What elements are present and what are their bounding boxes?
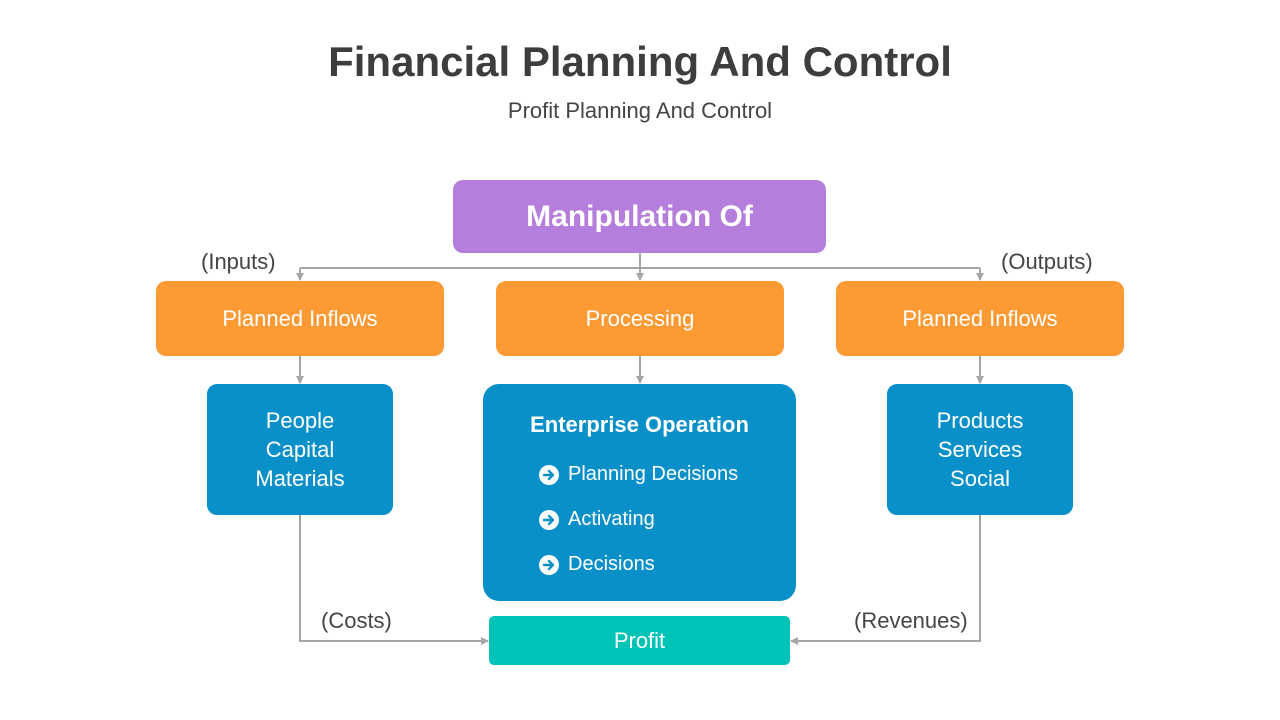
planned-inflows-left-box: Planned Inflows (156, 281, 444, 356)
input-item-materials: Materials (255, 466, 345, 491)
revenues-label: (Revenues) (854, 608, 968, 633)
enterprise-item: Planning Decisions (539, 452, 738, 497)
arrow-circle-icon (539, 464, 559, 485)
connector-costs (299, 515, 489, 645)
profit-label: Profit (613, 627, 666, 653)
processing-box: Processing (496, 281, 784, 356)
input-item-people: People (265, 408, 335, 433)
planned-inflows-right-box: Planned Inflows (836, 281, 1124, 356)
outputs-list-box: Products Services Social (887, 384, 1073, 515)
inputs-list-box: People Capital Materials (207, 384, 393, 515)
input-item-capital: Capital (265, 437, 335, 462)
enterprise-item-label: Planning Decisions (568, 463, 739, 485)
enterprise-item: Activating (539, 497, 655, 542)
page-title: Financial Planning And Control (328, 38, 952, 85)
enterprise-item-label: Activating (568, 508, 655, 530)
profit-box: Profit (489, 616, 790, 665)
costs-label: (Costs) (321, 608, 392, 633)
planned-inflows-left-label: Planned Inflows (222, 305, 378, 331)
manipulation-label: Manipulation Of (526, 199, 753, 233)
output-item-products: Products (936, 408, 1024, 433)
arrow-circle-icon (539, 554, 559, 575)
connector-revenues (790, 515, 981, 645)
output-item-social: Social (950, 466, 1010, 491)
outputs-label: (Outputs) (1001, 249, 1093, 274)
page-subtitle: Profit Planning And Control (507, 98, 773, 123)
enterprise-operation-title: Enterprise Operation (530, 412, 749, 437)
arrow-circle-icon (539, 509, 559, 530)
manipulation-box: Manipulation Of (453, 180, 826, 253)
enterprise-item: Decisions (539, 542, 655, 587)
output-item-services: Services (937, 437, 1023, 462)
planned-inflows-right-label: Planned Inflows (902, 305, 1058, 331)
enterprise-item-label: Decisions (568, 553, 655, 575)
enterprise-operation-box: Enterprise Operation Planning Decisions … (483, 384, 796, 601)
processing-label: Processing (585, 305, 695, 331)
inputs-label: (Inputs) (201, 249, 276, 274)
